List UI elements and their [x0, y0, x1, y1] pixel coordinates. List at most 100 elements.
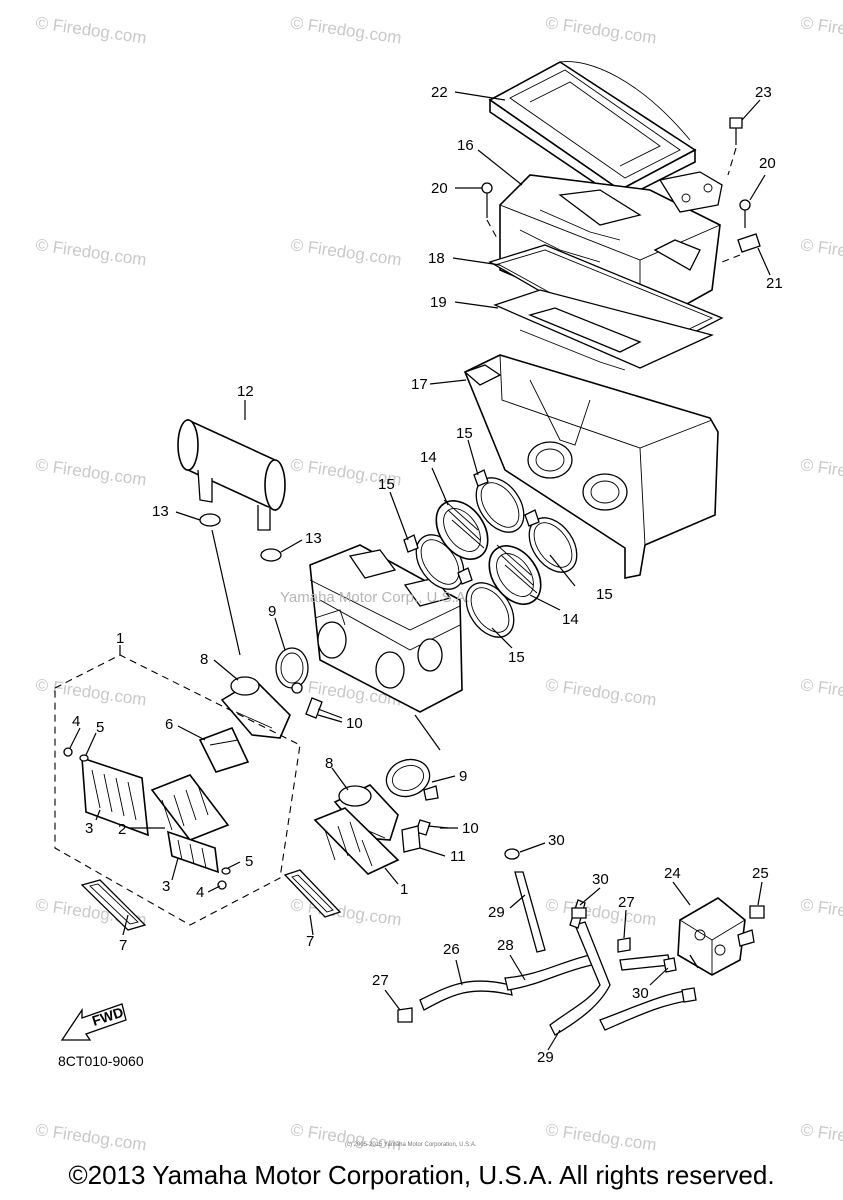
callout-13-lower: 13 — [305, 530, 322, 547]
watermark-firedog-5-3: © Firedog.com — [799, 1120, 843, 1154]
callout-9-lower: 9 — [459, 768, 467, 785]
callout-7-left: 7 — [119, 937, 127, 954]
watermark-firedog-1-3: © Firedog.com — [799, 235, 843, 269]
clamp-part-15-b — [473, 469, 525, 533]
callout-24: 24 — [664, 865, 681, 882]
carburetor-assembly — [309, 544, 463, 713]
watermark-firedog-0-0: © Firedog.com — [34, 13, 147, 47]
leader-line — [414, 714, 441, 751]
callout-6: 6 — [165, 716, 173, 733]
clip-part-13-upper — [199, 513, 241, 656]
callout-18: 18 — [428, 250, 445, 267]
callout-1-lower: 1 — [400, 881, 408, 898]
callout-14-b: 14 — [562, 611, 579, 628]
clamp-part-9-upper — [275, 647, 309, 694]
bolt-part-10-upper — [305, 697, 343, 719]
watermark-firedog-1-1: © Firedog.com — [289, 235, 402, 269]
clamp-part-21 — [721, 233, 761, 263]
clip-part-13-lower — [260, 548, 282, 562]
watermark-firedog-3-0: © Firedog.com — [34, 675, 147, 709]
clamp-part-15-d — [524, 509, 578, 573]
watermark-firedog-0-2: © Firedog.com — [544, 13, 657, 47]
hose-part-28 — [504, 954, 593, 991]
air-box-cover-part-22 — [488, 61, 697, 202]
clip-part-27-lower — [397, 1007, 413, 1023]
callout-23: 23 — [755, 84, 772, 101]
copyright-footer: ©2013 Yamaha Motor Corporation, U.S.A. A… — [68, 1160, 775, 1190]
callout-20-left: 20 — [431, 180, 448, 197]
callout-3-upper: 3 — [85, 820, 93, 837]
drawing-code: 8CT010-9060 — [58, 1053, 144, 1069]
watermark-firedog-4-3: © Firedog.com — [799, 895, 843, 929]
callout-19: 19 — [430, 294, 447, 311]
callout-8-lower: 8 — [325, 755, 333, 772]
joint-part-14-b — [488, 544, 542, 605]
watermark-firedog-2-3: © Firedog.com — [799, 455, 843, 489]
callout-10-upper: 10 — [346, 715, 363, 732]
reed-valve-assembly-part-1 — [54, 645, 301, 926]
callout-29-upper: 29 — [488, 904, 505, 921]
reed-stopper-part-6 — [198, 726, 250, 773]
reed-petal-part-3-lower — [166, 830, 219, 874]
callout-25: 25 — [752, 865, 769, 882]
washer-part-5-lower — [221, 867, 231, 875]
hose-part-29-upper — [504, 848, 546, 953]
joint-part-14-a — [435, 499, 489, 560]
clip-part-30-a — [571, 907, 587, 919]
screw-part-4-upper — [63, 747, 73, 757]
watermark-firedog-4-1: © Firedog.com — [289, 895, 402, 929]
callout-2: 2 — [118, 821, 126, 838]
callout-5-lower: 5 — [245, 853, 253, 870]
callout-17: 17 — [411, 376, 428, 393]
watermark-firedog-3-3: © Firedog.com — [799, 675, 843, 709]
callout-20-right: 20 — [759, 155, 776, 172]
air-box-lower-case-part-17 — [463, 307, 719, 579]
callout-15-c: 15 — [596, 586, 613, 603]
callout-10-lower: 10 — [462, 820, 479, 837]
callout-26: 26 — [443, 941, 460, 958]
callout-labels: 22 23 16 20 20 18 21 19 17 12 15 14 15 1… — [72, 84, 783, 1066]
watermark-firedog-5-0: © Firedog.com — [34, 1120, 147, 1154]
watermark-firedog-1-0: © Firedog.com — [34, 235, 147, 269]
watermark-firedog-0-1: © Firedog.com — [289, 13, 402, 47]
screw-part-20-right — [739, 199, 751, 228]
callout-8-upper: 8 — [200, 651, 208, 668]
callout-30-upper: 30 — [548, 832, 565, 849]
fuel-pump-part-24 — [677, 897, 755, 976]
callout-15-b: 15 — [456, 425, 473, 442]
clip-part-27-upper — [617, 937, 631, 953]
watermark-firedog-3-2: © Firedog.com — [544, 675, 657, 709]
callout-30-lower: 30 — [632, 985, 649, 1002]
hose-part-26 — [419, 980, 513, 1011]
callout-29-lower: 29 — [537, 1049, 554, 1066]
reed-valve-part-2 — [150, 774, 230, 841]
callout-4-lower: 4 — [196, 884, 204, 901]
callout-12: 12 — [237, 383, 254, 400]
callout-30-middle: 30 — [592, 871, 609, 888]
screw-part-20-left — [481, 182, 499, 241]
bolt-part-25 — [749, 905, 765, 919]
callout-4-upper: 4 — [72, 713, 80, 730]
callout-14-a: 14 — [420, 449, 437, 466]
reed-petal-part-3-upper — [81, 756, 149, 837]
callout-27-lower: 27 — [372, 972, 389, 989]
callout-5-upper: 5 — [96, 719, 104, 736]
hose-part-29-lower — [549, 921, 693, 1036]
bolt-part-23 — [727, 117, 743, 176]
callout-28: 28 — [497, 937, 514, 954]
gasket-part-7-left — [80, 879, 147, 931]
forward-direction-arrow: FWD — [60, 1003, 127, 1041]
callout-7-right: 7 — [306, 933, 314, 950]
callout-21: 21 — [766, 275, 783, 292]
clamp-part-9-lower — [385, 758, 439, 801]
intake-joint-part-8-lower — [333, 784, 399, 841]
callout-16: 16 — [457, 137, 474, 154]
callout-11: 11 — [450, 848, 466, 865]
watermark-firedog-2-0: © Firedog.com — [34, 455, 147, 489]
washer-part-5-upper — [79, 754, 89, 762]
callout-22: 22 — [431, 84, 448, 101]
intake-silencer-part-12 — [177, 418, 286, 531]
watermark-firedog-4-2: © Firedog.com — [544, 895, 657, 929]
callout-15-d: 15 — [508, 649, 525, 666]
